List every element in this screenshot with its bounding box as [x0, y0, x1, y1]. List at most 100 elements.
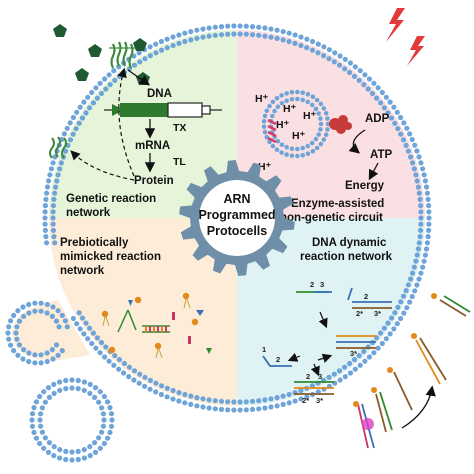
lipid-bead	[15, 308, 21, 314]
lipid-bead	[147, 386, 153, 392]
lipid-bead	[41, 389, 47, 395]
lipid-bead	[268, 34, 274, 40]
lipid-bead	[280, 401, 286, 407]
h-plus-label-5: H⁺	[292, 130, 306, 142]
lipid-bead	[268, 404, 274, 410]
lipid-bead	[59, 348, 65, 354]
lipid-bead	[70, 114, 76, 121]
dna-strand-displacement-icon	[262, 287, 392, 395]
lipid-bead	[52, 190, 58, 196]
lipid-bead	[412, 288, 418, 294]
lipid-bead	[342, 374, 348, 380]
lipid-bead	[262, 397, 268, 403]
lipid-bead	[295, 96, 300, 102]
lipid-bead	[70, 131, 76, 137]
lipid-bead	[212, 398, 218, 404]
lipid-bead	[374, 95, 380, 101]
lipid-bead	[425, 196, 431, 202]
tl-label: TL	[173, 156, 186, 168]
lipid-bead	[38, 352, 44, 358]
lipid-bead	[176, 398, 182, 404]
lipid-bead	[314, 145, 320, 151]
lipid-bead	[98, 90, 105, 97]
lipid-bead	[310, 148, 316, 154]
lipid-bead	[366, 354, 372, 360]
lipid-bead	[379, 340, 385, 347]
lipid-bead	[423, 184, 430, 190]
lipid-bead	[408, 276, 414, 282]
lipid-bead	[417, 196, 423, 202]
lipid-bead	[279, 142, 285, 147]
lipid-bead	[97, 350, 103, 356]
lipid-bead	[107, 405, 113, 411]
fluorophore-icon	[362, 418, 374, 430]
lipid-bead	[43, 234, 49, 240]
lipid-bead	[332, 50, 338, 56]
lipid-bead	[81, 447, 87, 453]
gear-center	[199, 180, 275, 256]
lipid-bead	[176, 32, 182, 38]
lipid-bead	[371, 350, 377, 356]
lipid-bead	[237, 31, 243, 37]
lipid-bead	[100, 423, 106, 429]
lipid-bead	[249, 32, 256, 38]
promoter-block	[120, 103, 168, 117]
lipid-bead	[264, 108, 270, 114]
lipid-bead	[425, 234, 431, 240]
lipid-bead	[121, 360, 127, 367]
lipid-bead	[408, 154, 414, 160]
lipid-bead	[274, 395, 280, 401]
lipid-bead	[194, 27, 200, 33]
lipid-bead	[400, 137, 407, 143]
lipid-bead	[92, 394, 98, 400]
lipid-bead	[6, 324, 12, 330]
lipid-bead	[111, 362, 117, 368]
liposome-icon	[261, 89, 331, 159]
lipid-bead	[158, 391, 164, 398]
lipid-bead	[424, 240, 430, 246]
lipid-bead	[44, 358, 50, 365]
lipid-bead	[102, 76, 108, 82]
lipid-bead	[153, 50, 159, 56]
lipid-bead	[314, 97, 320, 103]
lipid-bead	[315, 50, 321, 56]
lipid-bead	[313, 106, 319, 112]
lipid-bead	[424, 190, 430, 196]
lipid-bead	[42, 221, 48, 227]
lipid-bead	[414, 178, 420, 184]
lipid-bead	[375, 85, 381, 91]
lipid-bead	[318, 101, 324, 107]
lipid-bead	[300, 97, 306, 103]
promoter-arrow	[112, 104, 124, 116]
lipid-bead	[305, 151, 311, 156]
lipid-bead	[67, 137, 74, 143]
lipid-bead	[49, 313, 56, 319]
lipid-bead	[188, 393, 194, 399]
lipid-bead	[38, 308, 44, 314]
lipid-bead	[371, 80, 377, 86]
lipid-bead	[63, 377, 69, 384]
lipid-bead	[69, 449, 75, 455]
lipid-bead	[323, 132, 329, 137]
lipid-bead	[50, 160, 56, 166]
domain-3s-label: 3*	[374, 309, 381, 318]
lipid-bead	[225, 407, 231, 413]
lipid-bead	[361, 348, 367, 354]
lipid-bead	[69, 385, 75, 391]
lipid-bead	[194, 395, 200, 401]
lipid-bead	[337, 377, 343, 383]
lipid-bead	[51, 453, 57, 459]
lipid-bead	[268, 26, 274, 32]
lipid-bead	[400, 293, 407, 299]
lipid-bead	[398, 315, 404, 322]
lipid-bead	[69, 457, 75, 463]
lipid-bead	[51, 381, 57, 387]
lipid-bead	[126, 364, 132, 370]
enzyme-title-line2: non-genetic circuit	[280, 212, 383, 224]
lipid-bead	[31, 405, 37, 411]
lipid-bead	[325, 127, 330, 132]
lipid-bead	[357, 362, 363, 368]
lipid-bead	[87, 390, 93, 396]
lipid-bead	[284, 144, 290, 150]
lipid-bead	[41, 445, 47, 451]
